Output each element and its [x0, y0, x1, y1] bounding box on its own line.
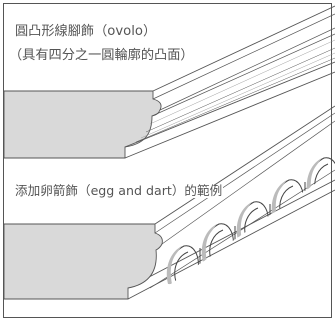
bottom-moulding-name: 添加卵箭飾（egg and dart）的範例: [14, 183, 224, 198]
top-moulding-description: （具有四分之一圓輪廓的凸面）: [8, 48, 195, 63]
top-moulding: [3, 5, 335, 159]
bottom-moulding: [3, 105, 335, 300]
top-moulding-name: 圓凸形線腳飾（ovolo）: [14, 24, 158, 39]
top-profile-face: [3, 90, 162, 159]
outer-frame: [3, 3, 332, 318]
bottom-profile-face: [3, 223, 163, 300]
